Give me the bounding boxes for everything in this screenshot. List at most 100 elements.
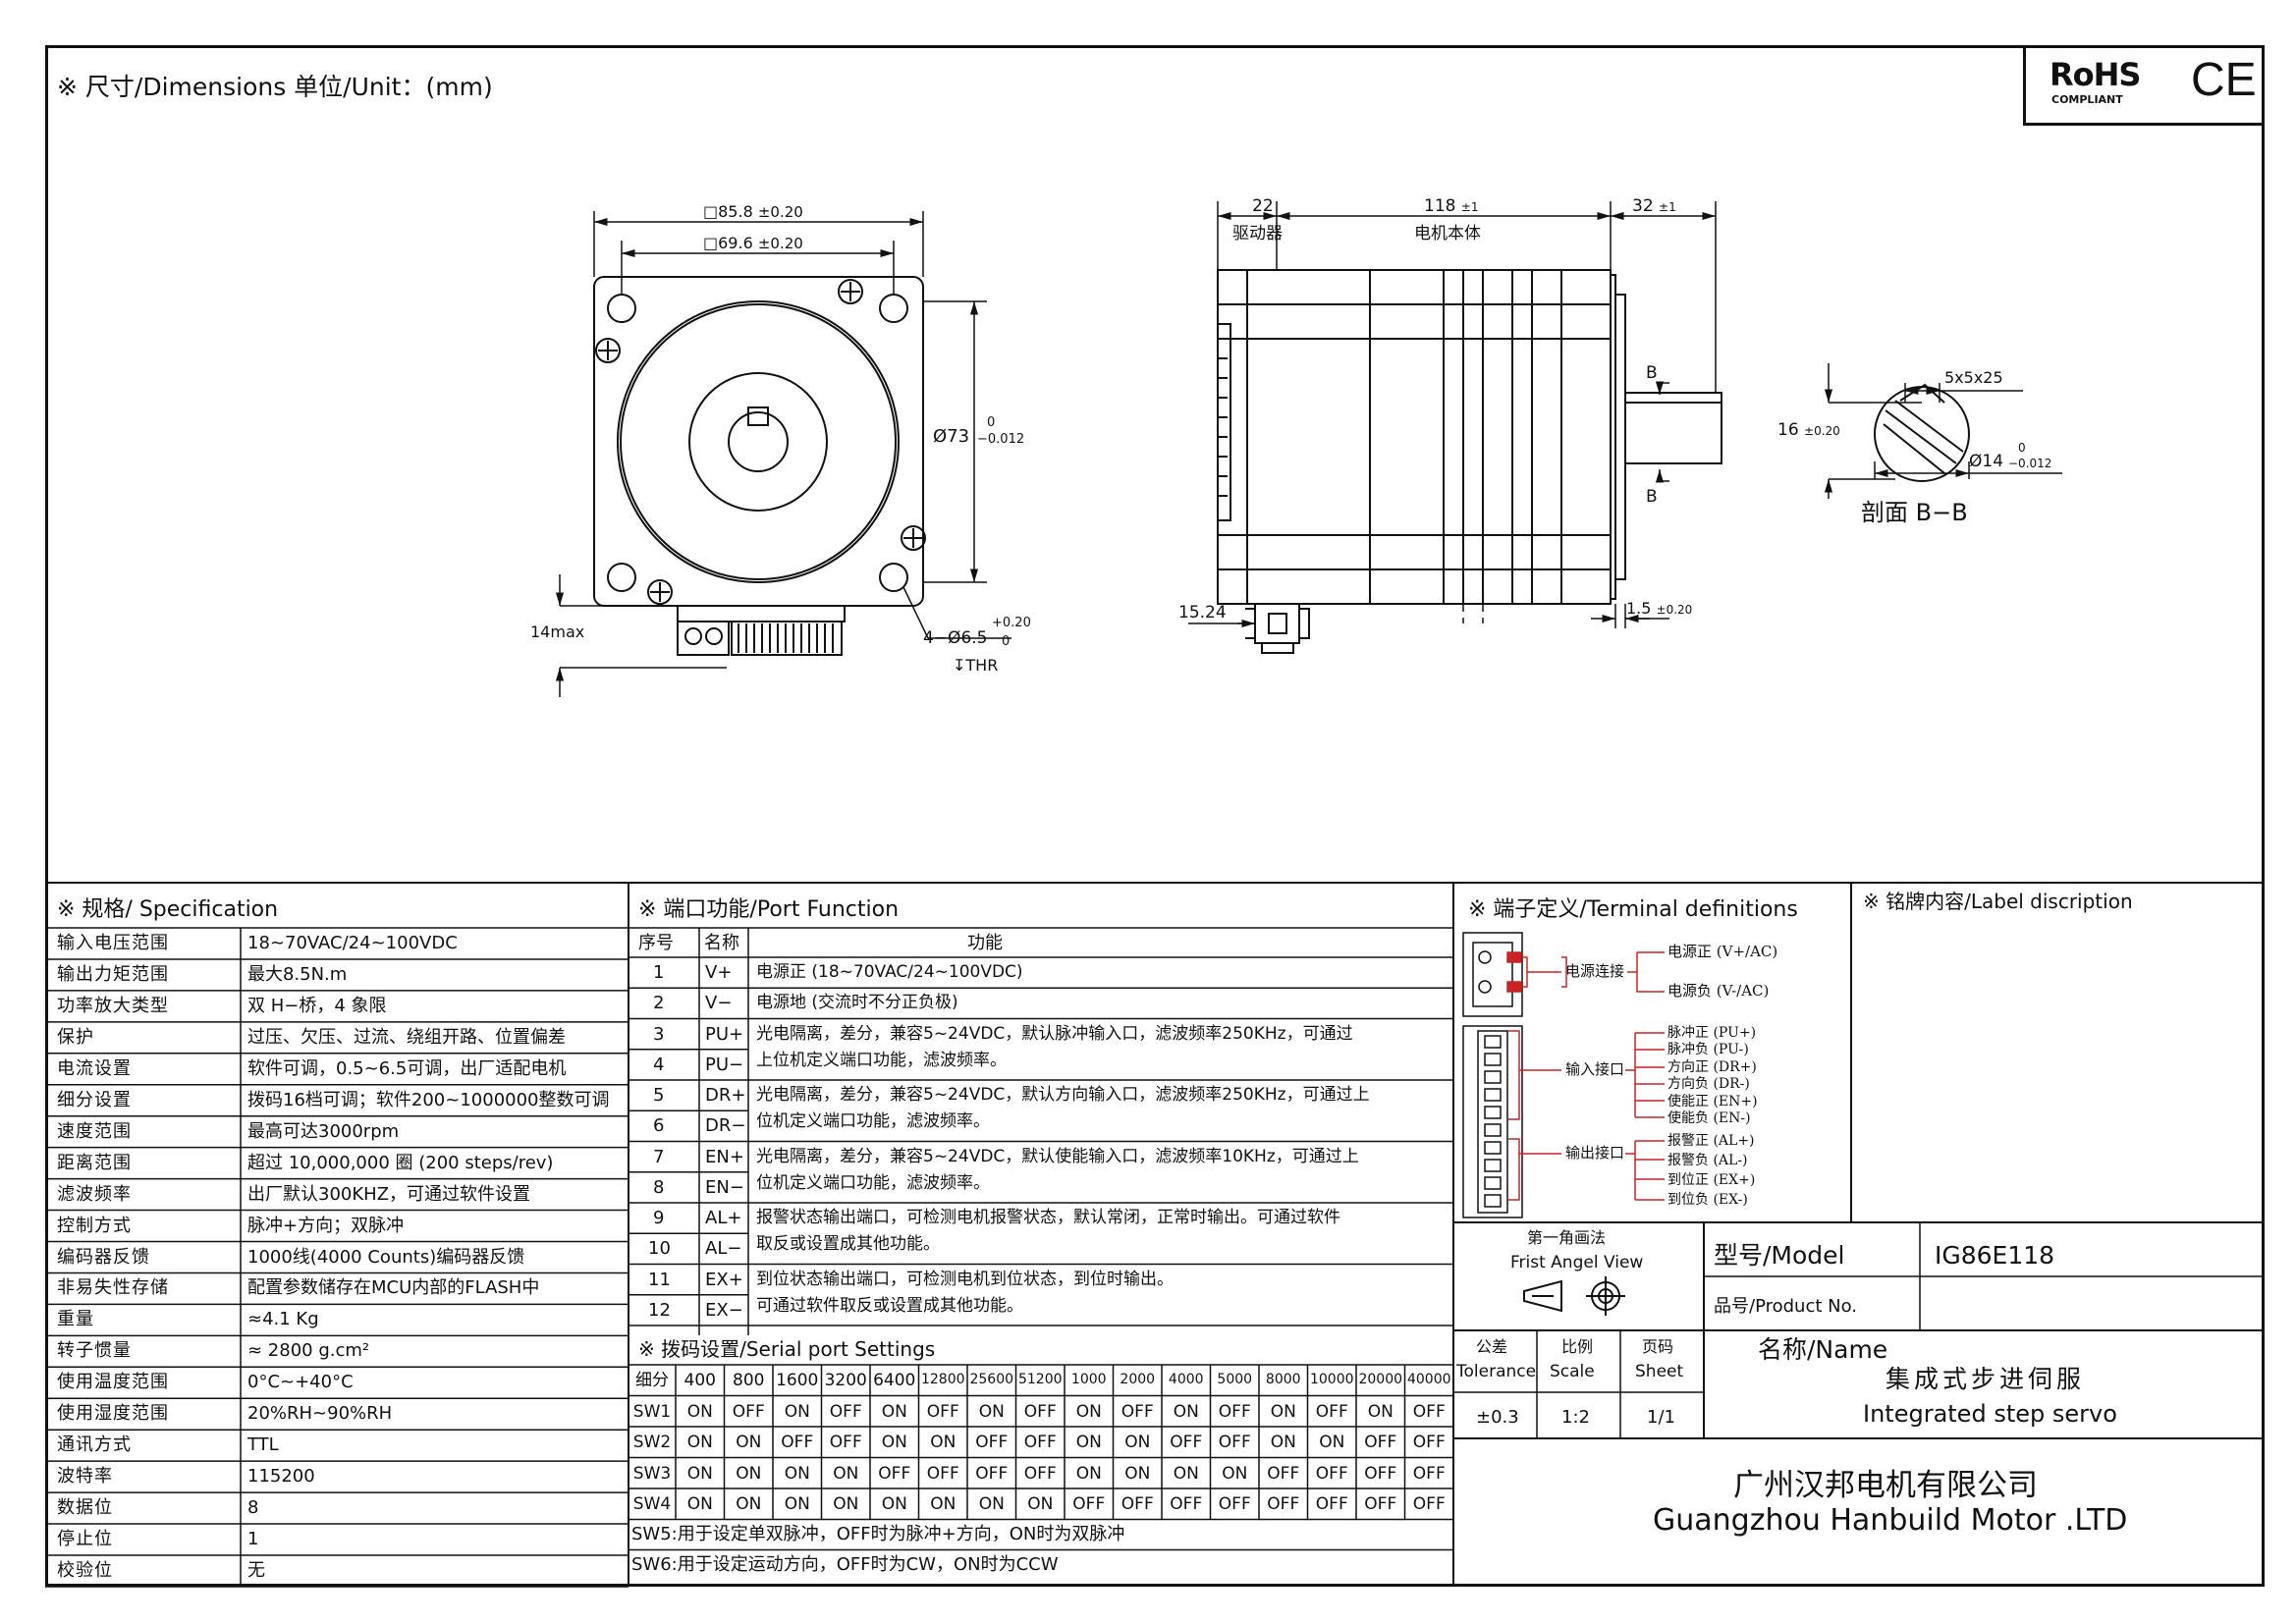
spec-row-value: 20%RH~90%RH [247, 1403, 393, 1425]
section-label: 剖面 B−B [1861, 499, 1968, 526]
company-name-en: Guangzhou Hanbuild Motor .LTD [1653, 1503, 2128, 1538]
side-view [1217, 269, 1722, 654]
terminal-diagram [1462, 932, 1665, 1218]
product-name-cn: 集成式步进伺服 [1886, 1365, 2086, 1393]
power-connector [677, 621, 730, 656]
port-header-no: 序号 [638, 933, 674, 953]
serial-header-cell: 20000 [1358, 1372, 1403, 1387]
connector-pin [1484, 1088, 1502, 1102]
spec-row-value: 8 [247, 1497, 259, 1519]
projection-cn: 第一角画法 [1527, 1228, 1607, 1247]
sheet-en: Sheet [1635, 1362, 1684, 1381]
output-terminal-label: 到位负 (EX-) [1667, 1192, 1748, 1208]
product-label: 品号/Product No. [1714, 1296, 1858, 1317]
section-mark-top: B [1646, 363, 1658, 383]
serial-cell: ON [1367, 1401, 1394, 1422]
port-row-name: V− [705, 993, 733, 1014]
serial-cell: OFF [975, 1463, 1009, 1484]
serial-cell: OFF [1364, 1494, 1397, 1514]
port-function: 报警状态输出端口，可检测电机报警状态，默认常闭，正常时输出。可通过软件 [756, 1208, 1340, 1227]
scale-cn: 比例 [1561, 1337, 1594, 1356]
dim-inner-tol: ±0.20 [757, 235, 803, 252]
serial-cell: OFF [926, 1463, 959, 1484]
serial-cell: OFF [975, 1433, 1009, 1452]
dim-118-value: 118 [1424, 196, 1456, 216]
spec-title: ※ 规格/ Specification [57, 897, 279, 922]
spec-row-label: 输出力矩范围 [57, 963, 169, 985]
spec-row-value: 无 [247, 1560, 265, 1581]
input-terminal-label: 脉冲负 (PU-) [1667, 1042, 1749, 1058]
tolerance-value: ±0.3 [1476, 1407, 1519, 1428]
rohs-compliant-text: COMPLIANT [2051, 93, 2123, 106]
port-row-number: 6 [653, 1115, 665, 1137]
port-row-name: EN+ [705, 1146, 744, 1167]
dim-16-value: 16 [1777, 420, 1799, 440]
dim-1-5-value: 1.5 [1626, 599, 1652, 618]
spec-row-value: 最高可达3000rpm [247, 1120, 400, 1142]
serial-cell: ON [1222, 1463, 1248, 1484]
serial-header-cell: 4000 [1168, 1372, 1204, 1387]
port-row-name: PU+ [705, 1023, 744, 1045]
spec-row-label: 细分设置 [57, 1089, 132, 1110]
serial-cell: SW4 [632, 1494, 672, 1514]
certification-box: RoHS COMPLIANT CE [2023, 45, 2265, 126]
spec-row-value: 115200 [247, 1466, 315, 1488]
serial-cell: OFF [1267, 1463, 1300, 1484]
power-group-label: 电源连接 [1565, 962, 1625, 980]
serial-cell: ON [1124, 1463, 1151, 1484]
serial-cell: ON [1075, 1463, 1102, 1484]
port-function-line2: 上位机定义端口功能，滤波频率。 [756, 1050, 1007, 1070]
serial-cell: OFF [1315, 1401, 1348, 1422]
dim-shaft-dia: Ø14 [1969, 452, 2004, 471]
port-row-number: 11 [648, 1269, 671, 1290]
port-function: 电源正 (18~70VAC/24~100VDC) [756, 962, 1023, 982]
port-function: 电源地 (交流时不分正负极) [756, 993, 958, 1013]
dim-pilot-tol-up: 0 [987, 415, 996, 430]
output-terminal-label: 报警正 (AL+) [1667, 1133, 1755, 1149]
serial-cell: ON [1173, 1463, 1199, 1484]
spec-row-label: 输入电压范围 [57, 933, 169, 953]
model-value: IG86E118 [1935, 1241, 2055, 1270]
spec-row-label: 非易失性存储 [57, 1277, 169, 1299]
port-function-line2: 位机定义端口功能，滤波频率。 [756, 1172, 990, 1193]
port-function-line2: 取反或设置成其他功能。 [756, 1234, 940, 1255]
spec-row-label: 波特率 [57, 1466, 113, 1488]
spec-row-label: 转子惯量 [57, 1340, 132, 1362]
projection-en: Frist Angel View [1510, 1253, 1644, 1272]
serial-cell: OFF [1364, 1433, 1397, 1452]
spec-row-label: 通讯方式 [57, 1434, 132, 1456]
serial-cell: ON [784, 1494, 810, 1514]
tolerance-en: Tolerance [1456, 1362, 1537, 1381]
dim-mount-holes: 4−Ø6.5 [923, 628, 988, 648]
dim-1-5: 1.5 ±0.20 [1626, 601, 1692, 617]
port-row-number: 8 [653, 1176, 665, 1198]
port-row-name: DR− [705, 1115, 746, 1137]
serial-cell: ON [784, 1463, 810, 1484]
spec-row-value: 出厂默认300KHZ，可通过软件设置 [247, 1183, 531, 1205]
spec-row-label: 功率放大类型 [57, 995, 169, 1016]
serial-title: ※ 拨码设置/Serial port Settings [638, 1337, 936, 1361]
port-row-number: 3 [653, 1023, 665, 1045]
spec-row-value: 拨码16档可调；软件200~1000000整数可调 [247, 1089, 610, 1110]
serial-cell: OFF [926, 1401, 959, 1422]
spec-row-label: 校验位 [57, 1560, 113, 1581]
section-mark-bottom: B [1646, 487, 1658, 507]
connector-pin [1484, 1176, 1502, 1190]
serial-header-cell: 8000 [1265, 1372, 1301, 1387]
connector-pin [1484, 1106, 1502, 1119]
serial-header-cell: 1600 [776, 1371, 819, 1390]
serial-cell: ON [881, 1433, 907, 1452]
serial-cell: ON [978, 1401, 1005, 1422]
serial-cell: ON [930, 1433, 957, 1452]
serial-cell: ON [1270, 1401, 1296, 1422]
port-row-name: AL+ [705, 1208, 742, 1228]
serial-cell: ON [686, 1433, 713, 1452]
port-row-name: DR+ [705, 1085, 746, 1106]
serial-header-cell: 2000 [1120, 1372, 1156, 1387]
drawing-sheet [45, 45, 2265, 1587]
serial-cell: OFF [781, 1433, 814, 1452]
port-row-number: 7 [653, 1146, 665, 1167]
dim-shaft-tol-up: 0 [2018, 441, 2026, 455]
serial-cell: OFF [1023, 1463, 1057, 1484]
dim-pilot-tol-dn: −0.012 [977, 432, 1025, 447]
